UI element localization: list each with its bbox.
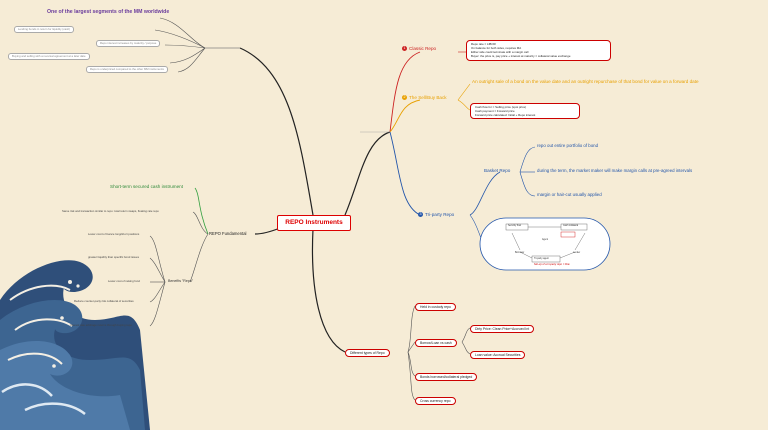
type-subitem-2[interactable]: Loan value: Accrual Securities xyxy=(470,351,526,360)
benefit-1[interactable]: Lower cost to finance long/short positio… xyxy=(88,232,140,236)
diagram-label-bottom: Tri-party agent xyxy=(534,258,549,260)
wave-illustration xyxy=(0,260,150,430)
classic-detail-4: Buyer: the price is, pay price + interes… xyxy=(471,53,571,58)
diagram-label-right-top: Cash collateral xyxy=(563,225,579,227)
top-item-2[interactable]: Repo interest increases by maturity / pu… xyxy=(96,40,161,48)
top-item-1[interactable]: Lending bonds in return for liquidity (c… xyxy=(14,26,75,34)
diagram-label-left-top: Security flow xyxy=(508,225,522,227)
type-item-2[interactable]: Borrow/Loan vs cash xyxy=(415,339,457,348)
benefit-2[interactable]: greater liquidity than specific bond iss… xyxy=(88,255,139,259)
diagram-label-left: Borrower xyxy=(515,252,525,254)
type-item-4[interactable]: Cross currency repo xyxy=(415,397,456,406)
tri-party-item-3[interactable]: margin or hair-cut usually applied xyxy=(537,192,602,197)
diagram-label-center: Agent xyxy=(542,239,549,241)
type-item-1[interactable]: Held in custody repo xyxy=(415,303,456,312)
tri-party-diagram xyxy=(479,217,611,271)
benefit-3[interactable]: Lower cost of raising fund xyxy=(108,279,140,283)
number-2-icon: 2 xyxy=(402,95,407,101)
classic-repo-details[interactable]: Repo rate = LIBOR On balance for both si… xyxy=(466,40,611,61)
repo-fundamental-node[interactable]: REPO Fundamental xyxy=(209,231,247,236)
type-subitem-1[interactable]: Dirty Price: Clean Price+Accrued Int xyxy=(470,325,535,334)
sbb-detail-3: Forward price calculated: Initial + Repo… xyxy=(475,112,536,117)
sell-buy-back-label: The Sell/Buy Back xyxy=(409,95,447,100)
short-term-node[interactable]: Short-term secured cash instrument xyxy=(110,184,184,189)
tri-party-label: Tri-party Repo xyxy=(425,212,455,217)
number-3-icon: 3 xyxy=(418,212,423,218)
classic-detail-3: Either side could terminate with a margi… xyxy=(471,49,529,54)
top-branch-header[interactable]: One of the largest segments of the MM wo… xyxy=(47,9,170,15)
classic-detail-1: Repo rate = LIBOR xyxy=(471,42,496,46)
benefits-node[interactable]: Benefits "Repo" xyxy=(168,279,194,283)
types-node[interactable]: Different types of Repo xyxy=(345,349,390,358)
tri-party-item-2[interactable]: during the term, the market maker will m… xyxy=(537,168,693,173)
top-item-3[interactable]: Buying and selling with a reversal agree… xyxy=(8,53,90,61)
number-1-icon: 1 xyxy=(402,46,407,52)
sbb-detail-2: Cash payment = Forward price xyxy=(475,108,515,113)
derivative-note[interactable]: Same risk and transaction similar to rep… xyxy=(62,209,159,213)
sell-buy-back-definition[interactable]: An outright sale of a bond on the value … xyxy=(472,79,699,84)
benefit-5[interactable]: Interest rate arbitrage returns through … xyxy=(70,323,132,327)
diagram-caption: Set-up of a tri-party repo = flow xyxy=(534,263,570,266)
type-item-3[interactable]: Bonds borrowed/collateral pledged xyxy=(415,373,478,382)
sbb-detail-1: Cash flow for = Selling price (spot pric… xyxy=(475,105,527,109)
tri-party-item-1[interactable]: repo out entire portfolio of bond xyxy=(537,143,599,148)
root-node[interactable]: REPO Instruments xyxy=(277,215,351,231)
sell-buy-back-details[interactable]: Cash flow for = Selling price (spot pric… xyxy=(470,103,580,119)
benefit-4[interactable]: Reduce counter-party risk collateral of … xyxy=(74,299,134,303)
classic-detail-2: On balance for both sides, requires MA xyxy=(471,45,522,50)
basket-repo-label[interactable]: Basket Repo xyxy=(484,168,511,173)
diagram-label-right: Lender xyxy=(573,252,581,254)
top-item-4[interactable]: Repo is underpriced compared to the othe… xyxy=(86,66,168,74)
classic-repo-label: Classic Repo xyxy=(409,46,437,51)
